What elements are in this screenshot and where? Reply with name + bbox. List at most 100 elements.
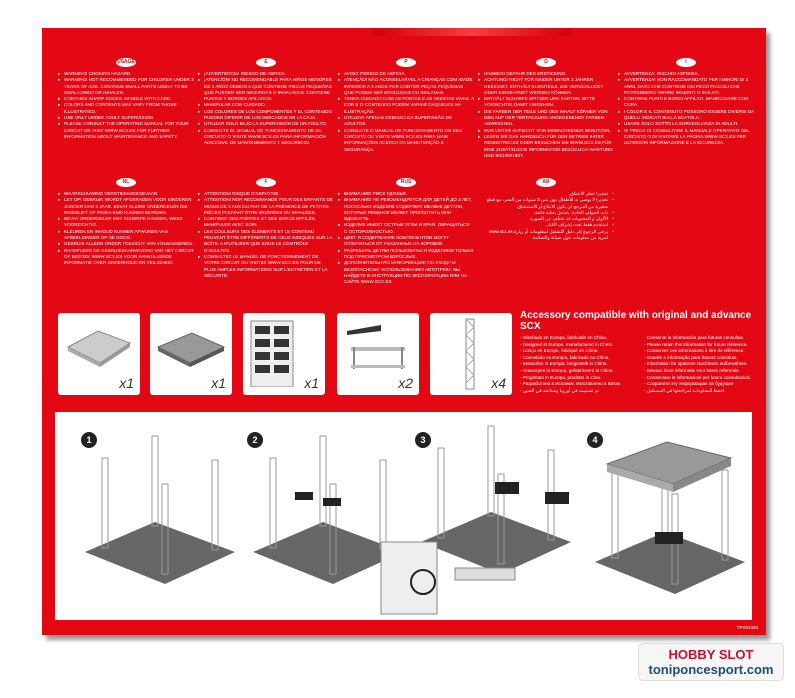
warning-line: Warning! Not recommended for children un… — [58, 77, 194, 96]
warning-line: I color e il contenuto possono essere di… — [618, 109, 754, 122]
base-plate — [421, 512, 571, 574]
warning-line: تحذير! خطر الاختناق. — [478, 191, 614, 198]
warning-block-nl: NLWaarschuwing verstikkingsgevaar.Let op… — [58, 178, 194, 267]
warning-line: استخدم فقط تحت إشراف الكبار. — [478, 222, 614, 229]
truss-pole — [101, 457, 109, 549]
accessory-line: - Conserve la información para futuras c… — [644, 335, 745, 340]
warning-line: Contiene punti e bordi affilati. Maneggi… — [618, 96, 754, 109]
warning-line: Contains sharp edges. Handle with care. — [58, 96, 194, 103]
quantity: x4 — [491, 375, 506, 391]
product-box-back: USAGEWarning! Choking hazard.Warning! No… — [42, 28, 766, 635]
warning-line: Tenha cuidado com as pontas e as arestas… — [338, 96, 474, 115]
warning-line: Les couleurs des éléments et le contenu … — [198, 229, 334, 254]
content-fences: x2 — [337, 313, 419, 395]
quantity: x1 — [304, 375, 319, 391]
warning-block-p: P Aviso: perigo de asfixia.Atenção! Não a… — [338, 58, 474, 153]
base-plate — [85, 522, 235, 584]
accessory-line: - Please retain this information for fut… — [644, 341, 748, 347]
language-badge: USAGE — [116, 58, 136, 67]
truss-pole-icon — [465, 318, 475, 390]
warning-line: Внимание! Риск удушья. — [338, 191, 474, 198]
accessory-line: - Bewaar deze informatie voor latere ref… — [644, 367, 741, 373]
warning-line: Nur unter Aufsicht von Erwachsenen benut… — [478, 128, 614, 135]
warning-line: Los colores de los componentes y el cont… — [198, 109, 334, 122]
warning-line: Consulte el manual de funcionamiento de … — [198, 128, 334, 147]
warning-block-usage: USAGEWarning! Choking hazard.Warning! No… — [58, 58, 194, 140]
warning-line: Let op! Gebruik wordt afgeraden voor kin… — [58, 197, 194, 216]
warning-line: Внимание! Не рекомендуется для детей до … — [338, 197, 474, 222]
watermark-line1: HOBBY SLOT — [668, 647, 754, 662]
assembly-illustration — [85, 425, 745, 615]
warning-line: Manipular con cuidado. — [198, 102, 334, 109]
warning-block-e: E¡Advertencia! Riesgo de asfixia.¡Atenci… — [198, 58, 334, 147]
truss-pole — [379, 459, 387, 551]
warning-line: Consultez le manuel de fonctionnement de… — [198, 254, 334, 279]
warning-line: تحذير! لا يوصى به للأطفال دون سن 3 سنوات… — [478, 197, 614, 210]
step-number: 1 — [81, 432, 97, 448]
truss-pole — [487, 425, 495, 517]
truss-pole — [329, 483, 337, 575]
warning-line: Avvertenza! Non raccomandato per i minor… — [618, 77, 754, 96]
quantity: x2 — [398, 375, 413, 391]
warning-line: Utilizar apenas debaixo da supervisão de… — [338, 115, 474, 128]
warning-line: ذات الحواف الحادة، يتعامل بعناية فائقة. — [478, 210, 614, 217]
accessory-line: - Guarde a informação para futuras consu… — [644, 354, 738, 360]
warning-line: Use only under adult supervision. — [58, 115, 194, 122]
warning-line: ¡Atención! No recomendable para niños me… — [198, 77, 334, 102]
accessory-line: - Designed in Europe, manufactured in Ch… — [520, 341, 614, 347]
warning-line: Цвет и содержание компонентов могут отли… — [338, 235, 474, 248]
warning-line: Разрешать детям пользоваться изделием то… — [338, 248, 474, 261]
warning-block-f: F Attention! Risque d'asphyxie.Attention!… — [198, 178, 334, 279]
warning-line: Contient des pointes et des bords effilé… — [198, 216, 334, 229]
accessory-line: - Entworfen in Europa, hergestellt in Ch… — [520, 361, 608, 367]
accessory-line: - Ontworpen in Europa, gefabriceerd in C… — [520, 367, 614, 373]
accessory-line: - تم تصميمه في أوروبا وصناعته في الصين — [520, 387, 599, 393]
warning-block-d: DHinweis! Gefahr des Ersticking.Achtung!… — [478, 58, 614, 159]
truss-pole — [497, 473, 505, 565]
language-badge: F — [256, 178, 276, 187]
watermark-logo: HOBBY SLOT toniponcesport.com — [638, 643, 784, 681]
warning-line: Si prega di consultare il manuale operat… — [618, 128, 754, 147]
truss-pole — [721, 469, 729, 561]
accessory-line: - Information für späteren Nachlesen auf… — [644, 361, 748, 367]
warning-line: Attention! Non recommandé pour des enfan… — [198, 197, 334, 216]
truss-pole — [269, 457, 277, 549]
warning-line: Atenção! Não aconselhável a crianças com… — [338, 77, 474, 96]
warning-line: Achtung! Nicht für Kinder unter 3 Jahren… — [478, 77, 614, 96]
warning-line: Дополнительную информацию по уходу и без… — [338, 260, 474, 285]
warning-line: Изделие имеет острые углы и края. Обраща… — [338, 222, 474, 235]
warning-line: Attention! Risque d'asphyxie. — [198, 191, 334, 198]
assembly-instructions: 1 2 3 4 — [55, 412, 752, 620]
warning-line: Enthält scharfe Spitzen und Kanten. Bitt… — [478, 96, 614, 109]
warning-line: Utilizar solo bajo la supervisión de un … — [198, 121, 334, 128]
step-number: 2 — [247, 432, 263, 448]
warning-line: ¡Advertencia! Riesgo de asfixia. — [198, 71, 334, 78]
warning-line: Die Farben der Teile und des Inhalt könn… — [478, 109, 614, 128]
warning-block-ar: AR تحذير! خطر الاختناق.تحذير! لا يوصى به … — [478, 178, 614, 241]
warning-line: Hinweis! Gefahr des Ersticking. — [478, 71, 614, 78]
accessory-line: - Conservare le informazioni per future … — [644, 374, 752, 380]
language-badge: P — [396, 58, 416, 67]
content-base-plate: x1 — [150, 313, 232, 395]
truss-pole — [437, 447, 445, 539]
accessory-line: - Conservez ces informations à titre de … — [644, 348, 745, 354]
base-plate-icon — [156, 332, 226, 367]
truss-pole — [611, 467, 619, 559]
canopy-roof-icon — [66, 330, 132, 367]
warning-line: Bevat onderdelen met scherpe randen, wee… — [58, 216, 194, 229]
base-plate — [595, 532, 745, 594]
warning-line: Gebruik alleen onder toezicht van volwas… — [58, 241, 194, 248]
accessory-line: - Conçu en Europe, fabriqué en Chine. — [520, 348, 599, 354]
brand-strip — [372, 28, 572, 36]
accessory-line: - احفظ المعلومات لمراجعتها في المستقبل — [644, 387, 725, 393]
sticker-sheet-icon — [250, 320, 294, 387]
watermark-line2: toniponcesport.com — [648, 662, 774, 677]
language-badge: AR — [536, 178, 556, 187]
warning-line: Lesen Sie das Handbuch für den Betrieb I… — [478, 134, 614, 159]
truss-pole — [151, 435, 159, 527]
accessory-line: - Сохраните эту информацию на будущее — [644, 381, 734, 387]
warning-line: Waarschuwing verstikkingsgevaar. — [58, 191, 194, 198]
language-badge: RUS — [396, 178, 416, 187]
warning-line: الألوان و المحتويات قد تختلف عن الصورة. — [478, 216, 614, 223]
warning-line: Aviso: perigo de asfixia. — [338, 71, 474, 78]
